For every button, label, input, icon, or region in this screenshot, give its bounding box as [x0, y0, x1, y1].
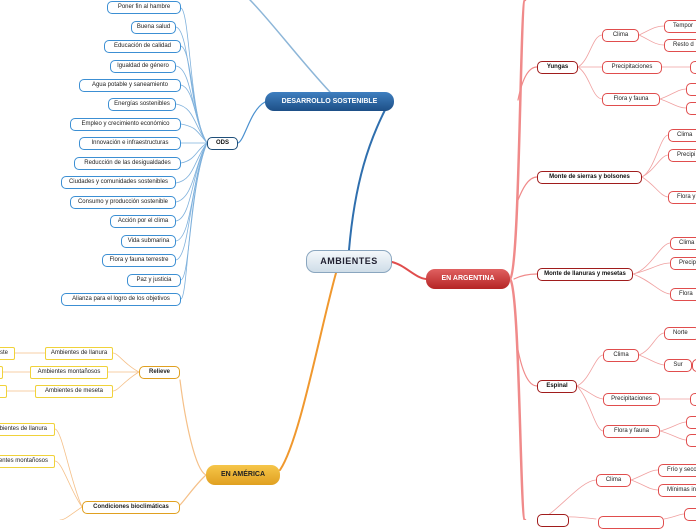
yungas-clima[interactable]: Clima [602, 29, 639, 42]
ods-goal-8[interactable]: Innovación e infraestructuras [79, 137, 181, 150]
ods-goal-15[interactable]: Paz y justicia [127, 274, 181, 287]
monte-llanuras-clima[interactable]: Clima [670, 237, 696, 250]
monte-sierras-precip[interactable]: Precipi [668, 149, 696, 162]
monte-llanuras-flora[interactable]: Flora [670, 288, 696, 301]
next-region-frio-seco[interactable]: Frío y seco [658, 464, 696, 477]
ods-goal-1[interactable]: Poner fin al hambre [107, 1, 181, 14]
espinal-clima[interactable]: Clima [603, 349, 639, 362]
yungas-flora-child-1[interactable] [686, 83, 696, 96]
ods-goal-6[interactable]: Energías sostenibles [108, 98, 176, 111]
relieve-montanosos[interactable]: Ambientes montañosos [30, 366, 108, 379]
ods-goal-7[interactable]: Empleo y crecimiento económico [70, 118, 181, 131]
yungas-flora-child-2[interactable] [686, 102, 696, 115]
yungas-precip-child[interactable] [690, 61, 696, 74]
relieve-montanosos-child[interactable] [0, 366, 3, 379]
relieve-llanura[interactable]: Ambientes de llanura [45, 347, 113, 360]
next-region-precip[interactable] [598, 516, 664, 529]
central-topic[interactable]: AMBIENTES [306, 250, 392, 273]
condiciones-montanosos[interactable]: ientes montañosos [0, 455, 55, 468]
ods-goal-12[interactable]: Acción por el clima [110, 215, 176, 228]
yungas-clima-resto[interactable]: Resto d [664, 39, 696, 52]
ods-goal-10[interactable]: Ciudades y comunidades sostenibles [61, 176, 176, 189]
monte-llanuras-precip[interactable]: Precip [670, 257, 696, 270]
next-region-child[interactable] [684, 508, 696, 521]
desarrollo-sostenible-node[interactable]: DESARROLLO SOSTENIBLE [265, 92, 394, 111]
ods-goal-3[interactable]: Educación de calidad [104, 40, 181, 53]
espinal-precip-child[interactable] [690, 393, 696, 406]
condiciones-bioclimaticas-node[interactable]: Condiciones bioclimáticas [82, 501, 180, 514]
monte-sierras-clima[interactable]: Clima [668, 129, 696, 142]
ods-goal-5[interactable]: Agua potable y saneamiento [79, 79, 181, 92]
espinal-node[interactable]: Espinal [537, 380, 577, 393]
ods-goal-2[interactable]: Buena salud [131, 21, 176, 34]
next-region-minimas[interactable]: Mínimas in [658, 484, 696, 497]
monte-sierras-node[interactable]: Monte de sierras y bolsones [537, 171, 642, 184]
relieve-llanura-child[interactable]: ste [0, 347, 15, 360]
relieve-node[interactable]: Relieve [139, 366, 180, 379]
next-region-clima[interactable]: Clima [596, 474, 631, 487]
espinal-flora-fauna[interactable]: Flora y fauna [603, 425, 660, 438]
relieve-meseta-child[interactable] [0, 385, 7, 398]
ods-goal-4[interactable]: Igualdad de género [110, 60, 176, 73]
ods-goal-13[interactable]: Vida submarina [121, 235, 176, 248]
monte-llanuras-node[interactable]: Monte de llanuras y mesetas [537, 268, 633, 281]
ods-goal-16[interactable]: Alianza para el logro de los objetivos [61, 293, 181, 306]
ods-goal-14[interactable]: Flora y fauna terrestre [102, 254, 176, 267]
espinal-flora-child-1[interactable] [686, 416, 696, 429]
espinal-sur-child[interactable] [692, 359, 696, 372]
ods-goal-9[interactable]: Reducción de las desigualdades [74, 157, 181, 170]
espinal-precipitaciones[interactable]: Precipitaciones [603, 393, 660, 406]
monte-sierras-flora[interactable]: Flora y [668, 191, 696, 204]
next-region-node[interactable] [537, 514, 569, 527]
ods-goal-11[interactable]: Consumo y producción sostenible [70, 196, 176, 209]
espinal-clima-norte[interactable]: Norte [664, 327, 696, 340]
yungas-precipitaciones[interactable]: Precipitaciones [602, 61, 662, 74]
argentina-node[interactable]: EN ARGENTINA [426, 269, 510, 289]
relieve-meseta[interactable]: Ambientes de meseta [35, 385, 113, 398]
yungas-clima-temporada[interactable]: Tempor [664, 20, 696, 33]
condiciones-llanura[interactable]: bientes de llanura [0, 423, 55, 436]
ods-node[interactable]: ODS [207, 137, 238, 150]
yungas-flora-fauna[interactable]: Flora y fauna [602, 93, 660, 106]
yungas-node[interactable]: Yungas [537, 61, 578, 74]
america-node[interactable]: EN AMÉRICA [206, 465, 280, 485]
espinal-flora-child-2[interactable] [686, 434, 696, 447]
espinal-clima-sur[interactable]: Sur [664, 359, 692, 372]
